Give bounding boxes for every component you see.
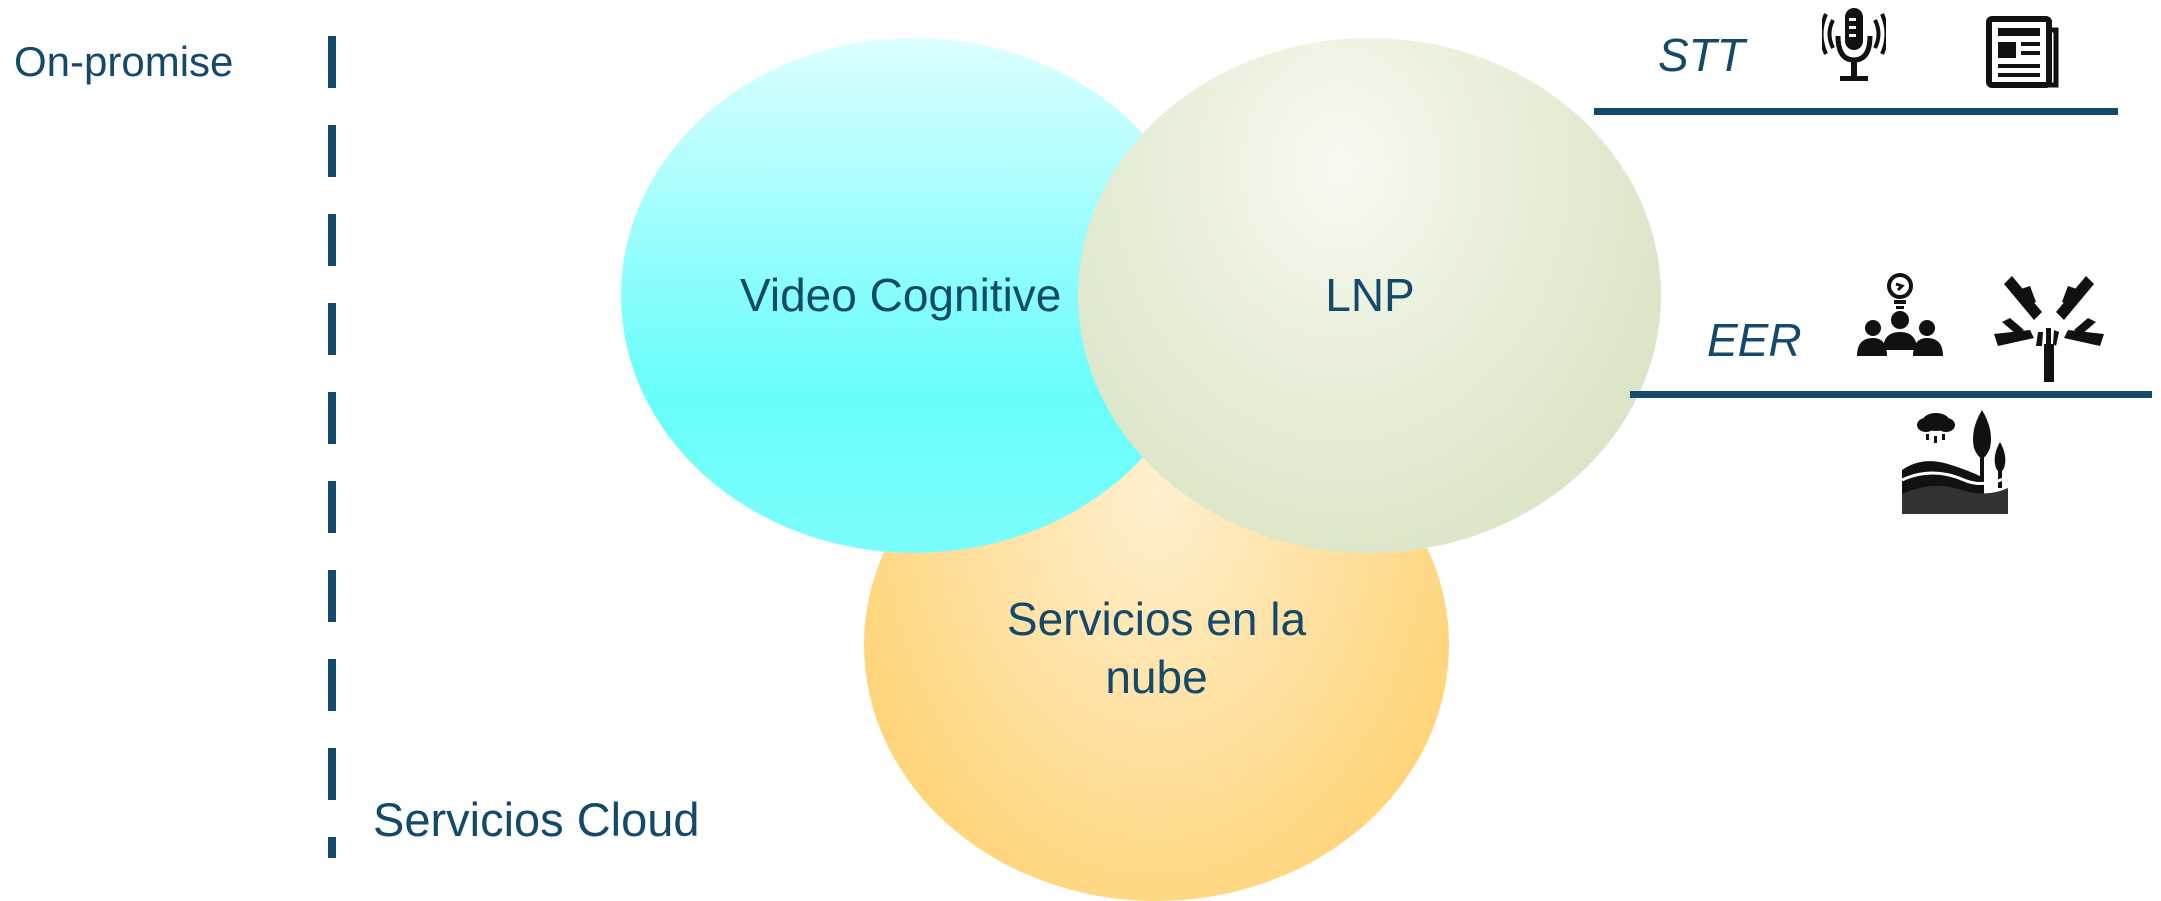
- eer-label: EER: [1707, 314, 1802, 366]
- microphone-icon: [1822, 8, 1886, 81]
- cloud-bubble-line-2: nube: [1105, 651, 1208, 703]
- hands-together-icon: [1994, 276, 2104, 382]
- cloud-services-label: Servicios Cloud: [373, 793, 700, 846]
- landscape-rain-icon: [1902, 410, 2008, 514]
- team-idea-icon: [1857, 273, 1943, 356]
- on-premise-label: On-promise: [14, 38, 234, 85]
- newspaper-icon: [1986, 16, 2059, 88]
- cloud-bubble-line-1: Servicios en la: [1006, 593, 1307, 645]
- eer-underline: [1630, 391, 2152, 398]
- dashed-divider: [328, 36, 336, 858]
- lnp-bubble: [1078, 38, 1661, 553]
- lnp-text: LNP: [1325, 269, 1415, 321]
- cloud-bubble-text: Servicios en la nube: [980, 590, 1333, 706]
- stt-underline: [1594, 108, 2118, 115]
- video-cognitive-text: Video Cognitive: [740, 269, 1062, 321]
- stt-label: STT: [1658, 29, 1745, 81]
